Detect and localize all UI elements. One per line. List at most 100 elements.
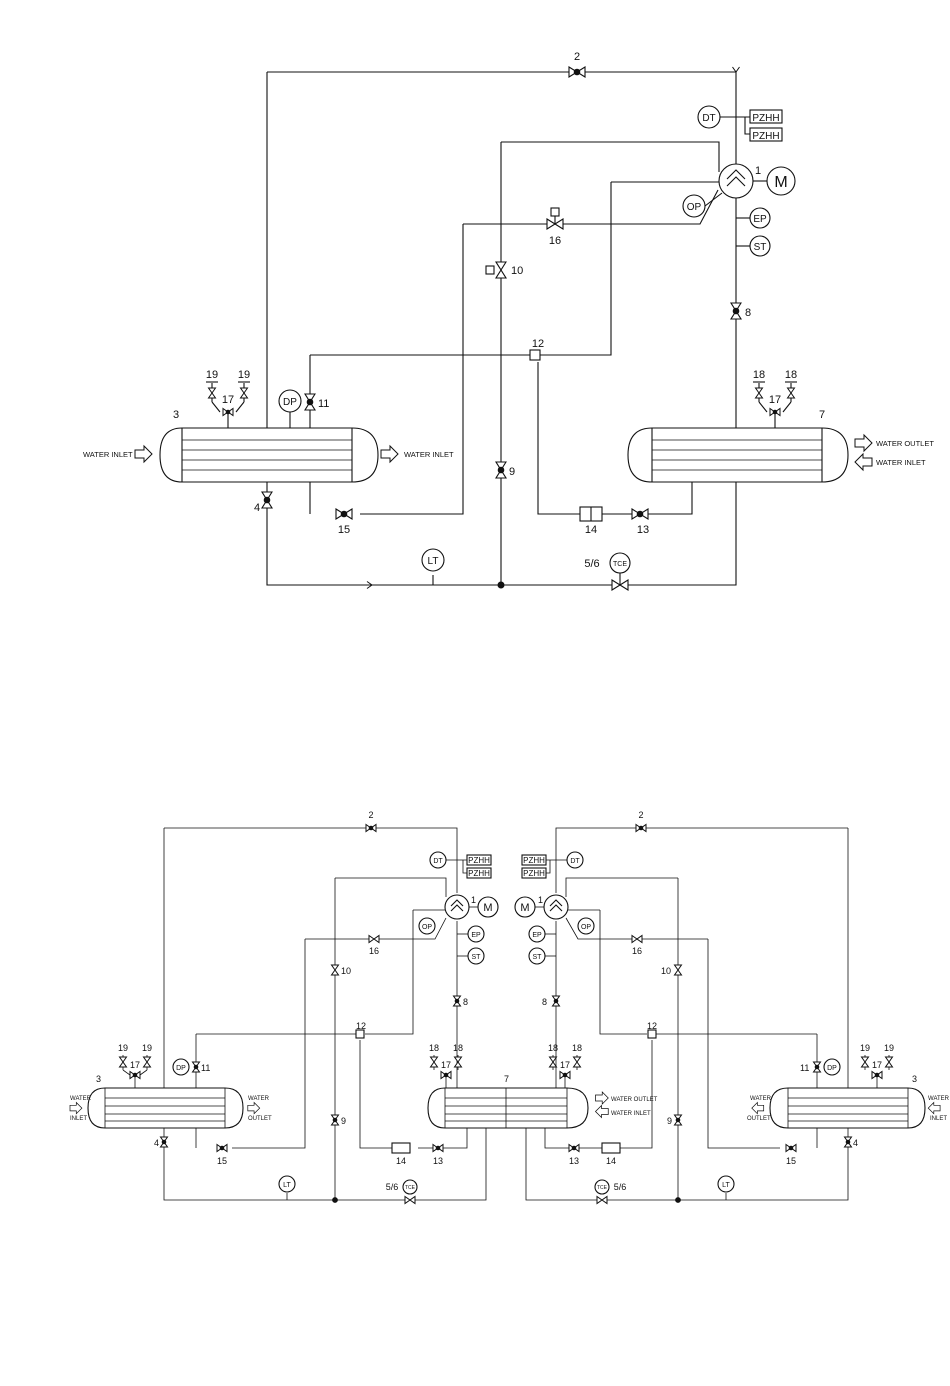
valve-8-icon [730, 302, 742, 320]
label-12: 12 [532, 338, 544, 350]
label-1: 1 [755, 165, 761, 177]
br-in-inlet: INLET [930, 1116, 947, 1122]
evaporator-7: 7 [627, 409, 849, 483]
top-diagram: M 1 DT PZHH PZHH OP EP ST 2 16 10 8 11 9… [83, 51, 934, 591]
label-19b-bl: 19 [142, 1043, 152, 1053]
label-19a: 19 [206, 369, 218, 381]
bc-water-outlet: WATER OUTLET [611, 1097, 658, 1103]
condenser-3: 3 [159, 409, 379, 483]
evaporator-water-outlet-label: WATER OUTLET [876, 439, 934, 448]
label-10-br: 10 [661, 966, 671, 976]
label-3-br: 3 [912, 1074, 917, 1084]
pzhh-br-1: PZHH [523, 856, 545, 865]
label-19b-br: 19 [884, 1043, 894, 1053]
label-19a-bl: 19 [118, 1043, 128, 1053]
label-11: 11 [318, 398, 329, 410]
dp-label: DP [283, 397, 297, 408]
bottom-diagram-left: M 1 DT PZHH PZHH OP EP ST 2 16 10 8 11 9… [69, 810, 499, 1204]
label-18a-bc: 18 [429, 1043, 439, 1053]
st-label-br: ST [533, 954, 543, 961]
st-label: ST [754, 242, 767, 253]
label-9: 9 [509, 466, 515, 478]
label-13-bl: 13 [433, 1156, 443, 1166]
label-17-bl: 17 [130, 1060, 140, 1070]
label-18c-bc: 18 [548, 1043, 558, 1053]
valve-2-icon [568, 66, 586, 78]
evaporator-water-inlet-label: WATER INLET [876, 458, 926, 467]
tce-label-br: TCE [597, 1185, 608, 1191]
label-5-6-br: 5/6 [614, 1182, 627, 1192]
br-in-water: WATER [928, 1096, 950, 1102]
label-3: 3 [173, 409, 179, 421]
bl-out-water: WATER [248, 1096, 270, 1102]
label-19b: 19 [238, 369, 250, 381]
label-2: 2 [574, 51, 580, 63]
label-12-br: 12 [647, 1021, 657, 1031]
valve-15-icon [335, 508, 353, 520]
valve-11-icon [304, 393, 316, 411]
pzhh-label-1: PZHH [752, 113, 779, 124]
label-5-6: 5/6 [584, 558, 599, 570]
lt-label-br: LT [722, 1182, 730, 1189]
compressor-icon [718, 163, 754, 199]
label-17: 17 [222, 394, 234, 406]
label-8-bl: 8 [463, 997, 468, 1007]
label-16-br: 16 [632, 946, 642, 956]
label-18d-bc: 18 [572, 1043, 582, 1053]
label-4-br: 4 [853, 1138, 858, 1148]
label-7: 7 [819, 409, 825, 421]
st-label-bl: ST [472, 954, 482, 961]
condenser-water-inlet-label: WATER INLET [83, 450, 133, 459]
label-5-6-bl: 5/6 [386, 1182, 399, 1192]
label-8: 8 [745, 307, 751, 319]
condenser-water-outlet-label: WATER INLET [404, 450, 454, 459]
label-1-br: 1 [538, 895, 543, 905]
bl-in-inlet: INLET [70, 1116, 87, 1122]
label-11-bl: 11 [201, 1063, 210, 1073]
tce-label-bl: TCE [405, 1185, 416, 1191]
lt-instrument [421, 548, 445, 572]
bottom-evaporator-shared: 7 WATER OUTLET WATER INLET 18 18 17 18 1… [427, 1043, 658, 1129]
bottom-diagram-right: M 1 DT PZHH PZHH OP EP ST 2 16 10 8 11 9… [514, 810, 950, 1204]
pzhh-box-2 [749, 127, 783, 142]
label-1-bl: 1 [471, 895, 476, 905]
label-18a: 18 [753, 369, 765, 381]
br-out-water: WATER [750, 1096, 772, 1102]
pzhh-bl-1: PZHH [468, 856, 490, 865]
label-18b-bc: 18 [453, 1043, 463, 1053]
label-4: 4 [254, 502, 260, 514]
bl-in-water: WATER [70, 1096, 92, 1102]
label-14-bl: 14 [396, 1156, 406, 1166]
bl-out-outlet: OUTLET [248, 1116, 272, 1122]
label-17-evap: 17 [769, 394, 781, 406]
lt-label: LT [428, 556, 439, 567]
dt-label-bl: DT [433, 858, 443, 865]
oil-separator-icon [529, 349, 541, 361]
label-15: 15 [338, 524, 350, 536]
dt-label-br: DT [570, 858, 580, 865]
label-14: 14 [585, 524, 597, 536]
valve-9-icon [495, 461, 507, 479]
op-label-br: OP [581, 924, 591, 931]
ep-label-bl: EP [471, 932, 481, 939]
pzhh-bl-2: PZHH [468, 869, 490, 878]
label-4-bl: 4 [154, 1138, 159, 1148]
op-label: OP [687, 202, 702, 213]
label-12-bl: 12 [356, 1021, 366, 1031]
label-18b: 18 [785, 369, 797, 381]
label-7-bc: 7 [504, 1074, 509, 1084]
pzhh-label-2: PZHH [752, 131, 779, 142]
label-15-br: 15 [786, 1156, 796, 1166]
label-17-bc2: 17 [560, 1060, 570, 1070]
tce-label: TCE [613, 561, 627, 568]
dp-label-br: DP [827, 1065, 837, 1072]
label-10-bl: 10 [341, 966, 351, 976]
motor-label: M [774, 174, 787, 191]
ep-label-br: EP [532, 932, 542, 939]
dp-label-bl: DP [176, 1065, 186, 1072]
valve-13-icon [631, 508, 649, 520]
label-9-bl: 9 [341, 1116, 346, 1126]
label-3-bl: 3 [96, 1074, 101, 1084]
pzhh-box-1 [749, 109, 783, 124]
label-16-bl: 16 [369, 946, 379, 956]
